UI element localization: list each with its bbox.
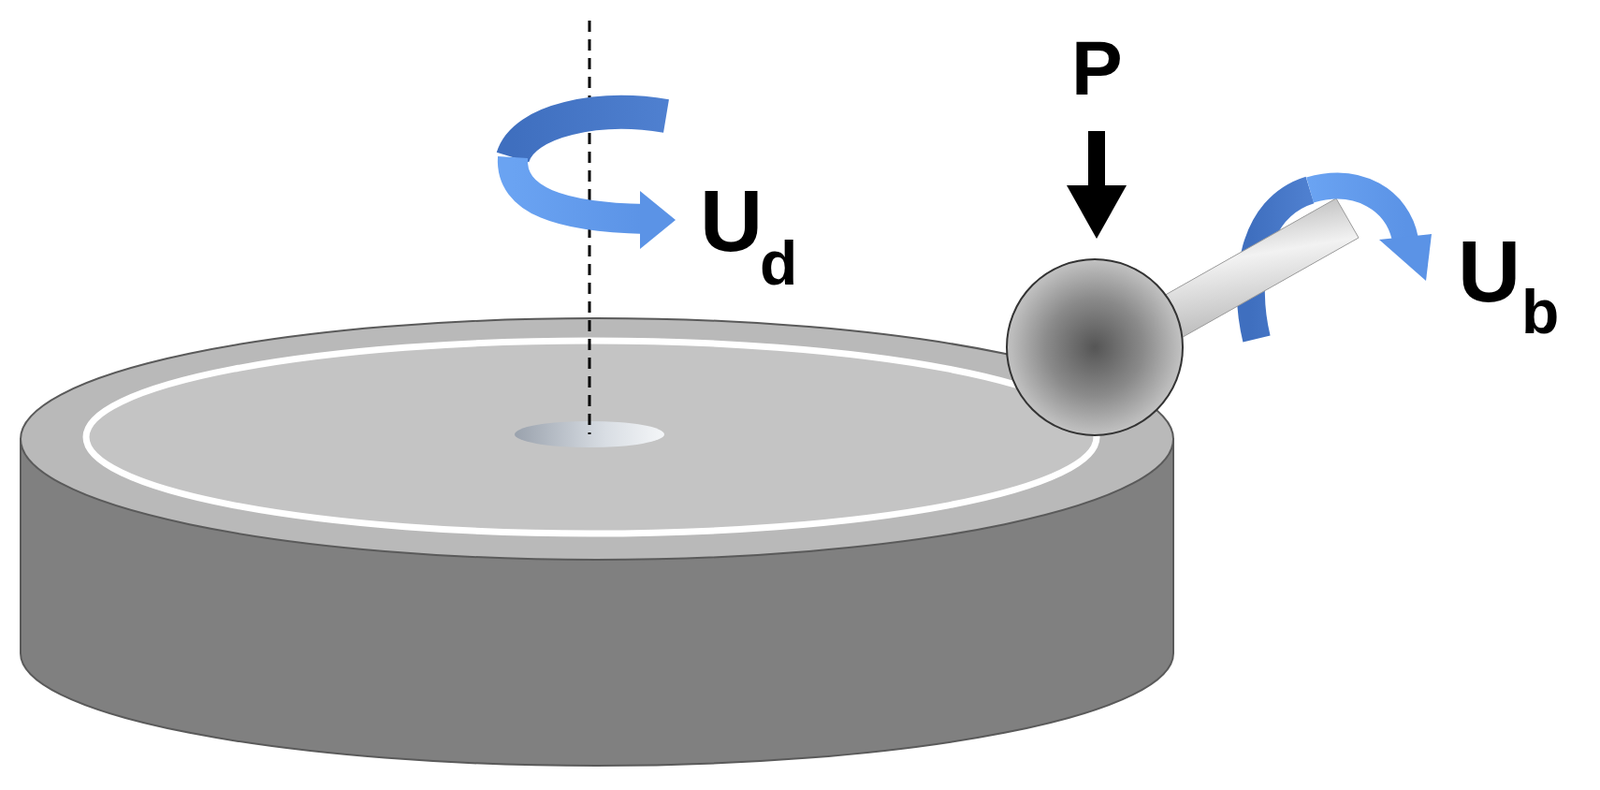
disc-rotation-arrow-back [512, 112, 667, 158]
ball-rotation-arrow-front [1309, 186, 1406, 240]
load-arrowhead [1066, 185, 1127, 239]
velocity-symbol: U [699, 177, 763, 265]
disc-inner [86, 340, 1097, 534]
disc-rotation-arrowhead [640, 190, 676, 249]
disc-rotation-arrow-front [512, 157, 646, 219]
subscript: d [759, 232, 798, 294]
subscript: b [1521, 280, 1559, 343]
wear-track [86, 340, 1097, 534]
load-symbol: P [1071, 29, 1123, 107]
load-arrow-shaft [1088, 130, 1106, 188]
velocity-symbol: U [1457, 228, 1521, 316]
ball [1006, 259, 1183, 436]
disc-top [20, 318, 1174, 560]
ball-rotation-arrowhead [1379, 233, 1432, 281]
